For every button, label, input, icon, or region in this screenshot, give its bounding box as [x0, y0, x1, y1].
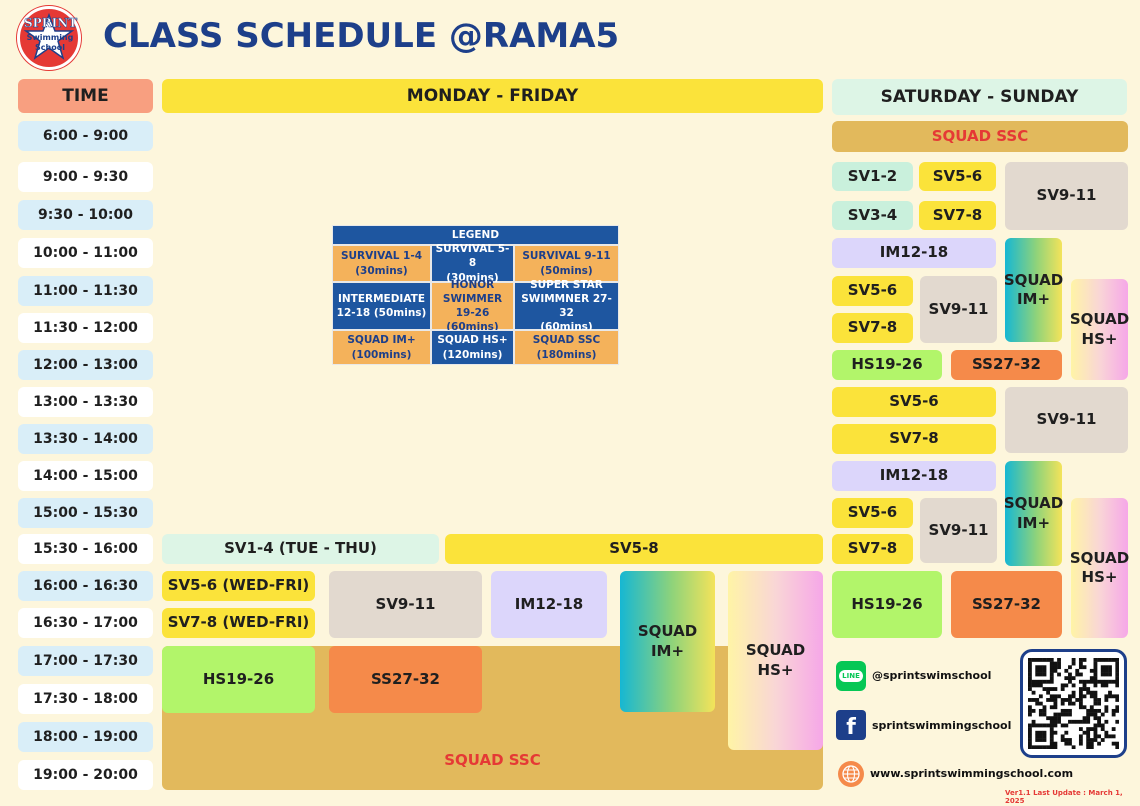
weekend-ss27-32: SS27-32: [951, 571, 1062, 638]
weekend-squad-im: SQUAD IM+: [1004, 461, 1063, 566]
weekend-im12-18: IM12-18: [832, 461, 996, 491]
time-slot: 17:00 - 17:30: [18, 646, 153, 676]
logo-text-swimming: Swimming: [26, 33, 74, 42]
class-sv5-6: SV5-6 (WED-FRI): [162, 571, 315, 601]
legend: LEGEND SURVIVAL 1-4 (30mins) SURVIVAL 5-…: [332, 225, 619, 365]
time-header: TIME: [18, 79, 153, 113]
weekend-sv7-8: SV7-8: [832, 534, 913, 564]
legend-item: SURVIVAL 1-4 (30mins): [332, 245, 431, 282]
school-logo: SPRINT Swimming School: [17, 6, 81, 70]
time-slot: 11:00 - 11:30: [18, 276, 153, 306]
time-slot: 11:30 - 12:00: [18, 313, 153, 343]
time-slot: 17:30 - 18:00: [18, 684, 153, 714]
line-icon-label: LINE: [839, 670, 863, 682]
weekend-sv3-4: SV3-4: [832, 201, 913, 230]
class-ss27-32: SS27-32: [329, 646, 482, 713]
class-sv9-11: SV9-11: [329, 571, 482, 638]
time-slot: 19:00 - 20:00: [18, 760, 153, 790]
website-link[interactable]: www.sprintswimmingschool.com: [870, 767, 1074, 780]
class-label: SQUAD SSC: [444, 750, 541, 769]
logo-text-sprint: SPRINT: [24, 16, 78, 31]
version-footer: Ver1.1 Last Update : March 1, 2025: [1005, 789, 1123, 805]
time-slot: 13:00 - 13:30: [18, 387, 153, 417]
legend-item: SURVIVAL 5-8 (30mins): [431, 243, 514, 284]
time-slot: 16:00 - 16:30: [18, 571, 153, 601]
class-sv7-8: SV7-8 (WED-FRI): [162, 608, 315, 638]
weekend-sv7-8: SV7-8: [832, 424, 996, 454]
class-squad-hs: SQUAD HS+: [728, 571, 823, 750]
time-slot: 13:30 - 14:00: [18, 424, 153, 454]
facebook-icon[interactable]: f: [836, 710, 866, 740]
weekend-sv5-6: SV5-6: [832, 276, 913, 306]
globe-icon[interactable]: [838, 761, 864, 787]
class-squad-im: SQUAD IM+: [620, 571, 715, 712]
weekday-header: MONDAY - FRIDAY: [162, 79, 823, 113]
qr-code[interactable]: [1020, 649, 1127, 758]
star-icon: [23, 12, 75, 60]
time-slot: 9:30 - 10:00: [18, 200, 153, 230]
weekend-hs19-26: HS19-26: [832, 571, 942, 638]
line-handle[interactable]: @sprintswimschool: [872, 669, 992, 682]
line-icon[interactable]: LINE: [836, 661, 866, 691]
weekend-header: SATURDAY - SUNDAY: [832, 79, 1127, 115]
class-sv5-8: SV5-8: [445, 534, 823, 564]
weekend-squad-hs: SQUAD HS+: [1070, 498, 1129, 638]
weekend-squad-im: SQUAD IM+: [1004, 238, 1063, 342]
time-slot: 10:00 - 11:00: [18, 238, 153, 268]
time-slot: 15:00 - 15:30: [18, 498, 153, 528]
facebook-handle[interactable]: sprintswimmingschool: [872, 719, 1012, 732]
time-slot: 12:00 - 13:00: [18, 350, 153, 380]
time-slot: 14:00 - 15:00: [18, 461, 153, 491]
weekend-ss27-32: SS27-32: [951, 350, 1062, 380]
legend-item: SQUAD HS+ (120mins): [431, 330, 514, 365]
page-title: CLASS SCHEDULE @RAMA5: [103, 16, 620, 56]
legend-title: LEGEND: [332, 225, 619, 245]
time-slot: 18:00 - 19:00: [18, 722, 153, 752]
weekend-hs19-26: HS19-26: [832, 350, 942, 380]
class-im12-18: IM12-18: [491, 571, 607, 638]
legend-item: SURVIVAL 9-11 (50mins): [514, 245, 619, 282]
class-hs19-26: HS19-26: [162, 646, 315, 713]
legend-item: HONOR SWIMMER 19-26 (60mins): [431, 279, 514, 333]
legend-item: SUPER STAR SWIMMNER 27-32 (60mins): [514, 279, 619, 333]
time-slot: 15:30 - 16:00: [18, 534, 153, 564]
legend-item: INTERMEDIATE 12-18 (50mins): [332, 282, 431, 330]
time-slot: 6:00 - 9:00: [18, 121, 153, 151]
legend-item: SQUAD SSC (180mins): [514, 330, 619, 365]
class-sv1-4: SV1-4 (TUE - THU): [162, 534, 439, 564]
weekend-sv5-6: SV5-6: [919, 162, 996, 191]
weekend-sv9-11: SV9-11: [920, 276, 997, 343]
weekend-sv7-8: SV7-8: [832, 313, 913, 343]
weekend-squad-ssc: SQUAD SSC: [832, 121, 1128, 152]
legend-item: SQUAD IM+ (100mins): [332, 330, 431, 365]
time-slot: 9:00 - 9:30: [18, 162, 153, 192]
weekend-sv1-2: SV1-2: [832, 162, 913, 191]
logo-text-school: School: [35, 43, 65, 52]
weekend-im12-18: IM12-18: [832, 238, 996, 268]
weekend-sv9-11: SV9-11: [1005, 162, 1128, 230]
weekend-sv5-6: SV5-6: [832, 387, 996, 417]
weekend-sv9-11: SV9-11: [920, 498, 997, 563]
weekend-squad-hs: SQUAD HS+: [1070, 279, 1129, 380]
weekend-sv7-8: SV7-8: [919, 201, 996, 230]
weekend-sv5-6: SV5-6: [832, 498, 913, 528]
time-slot: 16:30 - 17:00: [18, 608, 153, 638]
weekend-sv9-11: SV9-11: [1005, 387, 1128, 453]
